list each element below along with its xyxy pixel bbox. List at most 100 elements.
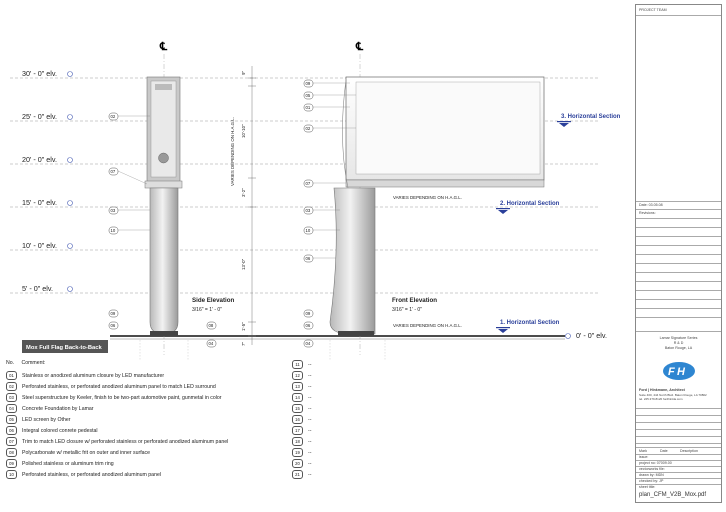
level-5: 5' - 0" elv. [22, 284, 53, 293]
side-elevation-scale: 3/16" = 1' - 0" [192, 307, 222, 313]
level-markers [67, 71, 571, 339]
svg-text:07: 07 [111, 169, 116, 174]
sheet-title: sheet title: [639, 485, 656, 489]
callout: 06 [303, 321, 314, 330]
firm-contact: tel. 225.379.8120 fordhinkla.com [639, 397, 683, 401]
list-item: 16-- [292, 415, 311, 425]
callout: 01 [303, 103, 314, 112]
dim-7: 7" [241, 342, 246, 346]
svg-text:02: 02 [306, 126, 311, 131]
svg-text:10: 10 [306, 228, 311, 233]
callout: 04 [303, 339, 314, 348]
callout: 06 [108, 321, 119, 330]
level-30: 30' - 0" elv. [22, 69, 57, 78]
varies-vertical: VARIES DEPENDING ON H.A.G.L. [230, 117, 235, 186]
level-25: 25' - 0" elv. [22, 112, 57, 121]
svg-text:06: 06 [306, 323, 311, 328]
list-item: 21-- [292, 470, 311, 480]
callout: 10 [108, 226, 119, 235]
firm-logo-icon: F H [663, 362, 695, 380]
section-1-label[interactable]: 1. Horizontal Section [500, 320, 560, 326]
revisions-label: Revisions: [639, 211, 656, 215]
svg-text:07: 07 [306, 181, 311, 186]
list-item: 17-- [292, 426, 311, 436]
list-item: 18-- [292, 437, 311, 447]
level-15: 15' - 0" elv. [22, 198, 57, 207]
side-elevation-title: Side Elevation [192, 297, 235, 304]
callout: 08 [206, 321, 217, 330]
callout: 03 [108, 206, 119, 215]
callout: 04 [206, 339, 217, 348]
dimension-lines [248, 66, 256, 345]
dim-1: 1'-5" [241, 322, 246, 331]
callout: 09 [303, 309, 314, 318]
svg-text:04: 04 [209, 341, 214, 346]
svg-text:04: 04 [306, 341, 311, 346]
list-item: 11-- [292, 360, 311, 370]
side-elevation [144, 76, 183, 336]
svg-text:H: H [677, 366, 686, 378]
section-2-label[interactable]: 2. Horizontal Section [500, 201, 560, 207]
centerline-front: ℄ [355, 41, 364, 53]
front-elevation-title: Front Elevation [392, 297, 437, 304]
callout: 05 [303, 91, 314, 100]
callout: 07 [303, 179, 314, 188]
project-sub: R & D [673, 341, 684, 345]
dim-13: 13'-0" [241, 258, 246, 270]
varies-low: VARIES DEPENDING ON H.A.G.L. [393, 323, 462, 328]
list-item: 20-- [292, 459, 311, 469]
project-location: Baton Rouge, LA [664, 346, 693, 350]
dim-10: 10'-10" [241, 124, 246, 138]
front-callouts: 09 05 01 02 07 03 10 06 09 06 04 [303, 79, 314, 348]
banner-bg [22, 340, 108, 353]
date-label: Date: 03.05.08 [639, 203, 663, 207]
svg-text:05: 05 [306, 93, 311, 98]
svg-text:03: 03 [306, 208, 311, 213]
front-elevation-scale: 3/16" = 1' - 0" [392, 307, 422, 313]
section-3-label[interactable]: 3. Horizontal Section [561, 114, 621, 120]
centerline-side: ℄ [159, 41, 168, 53]
svg-text:10: 10 [111, 228, 116, 233]
issue-label: issue: [639, 455, 649, 459]
project-no: project no: 07009.00 [639, 461, 672, 465]
callout: 07 [108, 167, 119, 176]
svg-text:06: 06 [306, 256, 311, 261]
project-team-label: PROJECT TEAM [639, 8, 667, 12]
level-0: 0' - 0" elv. [576, 331, 607, 340]
project-name: Lamar Signature Series [659, 336, 698, 340]
col-description: Description [680, 449, 698, 453]
notes-header-no: No. [6, 360, 15, 366]
svg-text:02: 02 [111, 114, 116, 119]
notes-header: No. Comment: [6, 360, 45, 370]
svg-text:03: 03 [111, 208, 116, 213]
level-10: 10' - 0" elv. [22, 241, 57, 250]
notes-header-comment: Comment: [21, 360, 46, 366]
svg-text:01: 01 [306, 105, 311, 110]
dim-3: 3'-2" [241, 188, 246, 197]
list-item: 12-- [292, 371, 311, 381]
callout: 06 [303, 254, 314, 263]
list-item: 19-- [292, 448, 311, 458]
varies-mid: VARIES DEPENDING ON H.A.G.L. [393, 195, 462, 200]
svg-text:09: 09 [306, 81, 311, 86]
side-callouts: 02 07 03 10 09 06 04 08 [108, 112, 217, 348]
firm-name: Ford | Hinkmann, Architect [639, 388, 685, 392]
col-date: Date [660, 449, 668, 453]
front-elevation [329, 76, 545, 336]
callout: 10 [303, 226, 314, 235]
checked-by: checked by: JP [639, 479, 664, 483]
banner-title: Mox Full Flag Back-to-Back [26, 345, 102, 351]
callout: 02 [108, 112, 119, 121]
level-20: 20' - 0" elv. [22, 155, 57, 164]
callout: 03 [303, 206, 314, 215]
foundation-lines [139, 340, 386, 360]
list-item: 13-- [292, 382, 311, 392]
section-markers [496, 121, 571, 333]
